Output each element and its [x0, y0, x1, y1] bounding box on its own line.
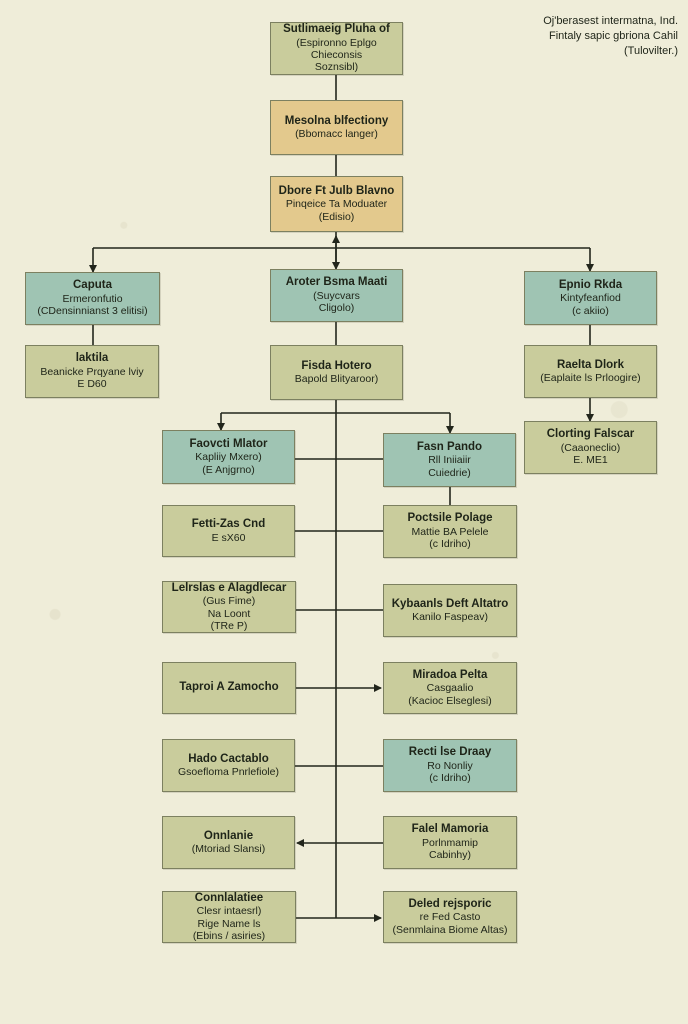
node-subtitle: Bapold Blityaroor) — [294, 373, 379, 386]
node-title: Kybaanls Deft Altatro — [391, 597, 509, 610]
node-title: Clorting Falscar — [546, 428, 635, 441]
node-subtitle: Casgaalio — [426, 682, 474, 695]
node-title: Mesolna blfectiony — [284, 114, 389, 127]
node-subtitle: (Gus Fime) — [202, 595, 256, 608]
node-subtitle: (c Idriho) — [429, 772, 471, 785]
node-title: Fisda Hotero — [301, 359, 372, 372]
node-subtitle: Rll Iniiaiir — [428, 454, 471, 467]
legend-line: Fintaly sapic gbriona Cahil — [548, 29, 678, 42]
node-subtitle: Kapliiy Mxero) — [195, 451, 262, 464]
node-title: Raelta Dlork — [556, 358, 625, 371]
node-subtitle: (Suycvars — [313, 289, 360, 302]
node-subtitle: (Bbomacc langer) — [295, 128, 378, 141]
node-title: Dbore Ft Julb Blavno — [278, 184, 395, 197]
node-subtitle: (Kacioc Elseglesi) — [408, 694, 492, 707]
node-title: Faovcti Mlator — [189, 437, 268, 450]
node-subtitle: Clesr intaesrl) — [196, 905, 262, 918]
node-subtitle: Rige Name ls — [197, 917, 261, 930]
node-subtitle: (Caaoneclio) — [560, 441, 621, 454]
node-subtitle: (Espironno Eplgo — [296, 36, 377, 49]
node-n10: Clorting Falscar(Caaoneclio)E. ME1 — [524, 421, 657, 474]
node-subtitle: Ermeronfutio — [62, 292, 123, 305]
node-title: Poctsile Polage — [407, 512, 493, 525]
node-subtitle: Beanicke Prqyane lviy — [40, 365, 144, 378]
node-subtitle: E. ME1 — [573, 454, 608, 467]
node-subtitle: (E Anjgrno) — [202, 463, 255, 476]
node-subtitle: (Edisio) — [318, 210, 355, 223]
node-title: Lelrslas e Alagdlecar — [171, 581, 287, 594]
node-n9: Raelta Dlork(Eaplaite ls Prloogire) — [524, 345, 657, 398]
node-subtitle: Cabinhy) — [428, 849, 472, 862]
node-subtitle: Kintyfeanfiod — [560, 292, 621, 305]
node-title: Fasn Pando — [416, 440, 483, 453]
node-n17: Taproi A Zamocho — [162, 662, 296, 714]
node-subtitle: (Mtoriad Slansi) — [191, 843, 266, 856]
node-subtitle: (TRe P) — [210, 619, 248, 632]
legend-line: Oj'berasest intermatna, Ind. — [543, 15, 678, 27]
node-n15: Lelrslas e Alagdlecar(Gus Fime)Na Loont(… — [162, 581, 296, 633]
node-subtitle: Mattie BA Pelele — [411, 525, 489, 538]
node-subtitle: Cligolo) — [318, 302, 355, 315]
node-subtitle: E D60 — [77, 378, 107, 391]
node-subtitle: (Eaplaite ls Prloogire) — [540, 372, 641, 385]
node-subtitle: Gsoefloma Pnrlefiole) — [178, 766, 279, 779]
node-title: Taproi A Zamocho — [179, 681, 279, 694]
node-title: Hado Cactablo — [188, 752, 269, 765]
node-subtitle: Ro Nonliy — [427, 759, 473, 772]
node-n21: Onnlanie(Mtoriad Slansi) — [162, 816, 295, 869]
node-subtitle: (Senmlaina Biome Altas) — [392, 923, 508, 936]
node-subtitle: re Fed Casto — [419, 911, 481, 924]
legend-note: Oj'berasest intermatna, Ind. Fintaly sap… — [478, 14, 678, 59]
node-title: Connlalatiee — [194, 891, 264, 904]
node-subtitle: Kanilo Faspeav) — [412, 611, 488, 624]
node-title: Deled rejsporic — [408, 897, 492, 910]
node-title: laktila — [75, 352, 109, 365]
node-subtitle: Porlnmamip — [421, 836, 479, 849]
node-title: Falel Mamoria — [411, 823, 489, 836]
node-subtitle: (Ebins / asiries) — [192, 929, 266, 942]
node-title: Miradoa Pelta — [412, 668, 488, 681]
node-subtitle: E sX60 — [211, 531, 246, 544]
node-subtitle: (CDensinnianst 3 elitisi) — [37, 305, 148, 318]
node-subtitle: Pinqeice Ta Moduater — [285, 198, 388, 211]
node-title: Aroter Bsma Maati — [285, 276, 388, 289]
node-subtitle: Cuiedrie) — [428, 466, 471, 479]
node-subtitle: (c Idriho) — [429, 538, 471, 551]
legend-line: (Tulovilter.) — [624, 44, 678, 57]
node-subtitle: Na Loont — [207, 607, 251, 620]
node-title: Recti lse Draay — [408, 746, 492, 759]
node-title: Onnlanie — [203, 829, 254, 842]
node-title: Sutlimaeig Pluha of — [283, 23, 390, 36]
node-title: Caputa — [73, 279, 112, 292]
node-title: Epnio Rkda — [558, 278, 623, 291]
node-subtitle: Soznsibl) — [314, 61, 359, 74]
node-subtitle: (c akiio) — [572, 304, 609, 317]
node-subtitle: Chieconsis — [310, 49, 363, 62]
node-title: Fetti-Zas Cnd — [191, 518, 266, 531]
node-n2: Mesolna blfectiony(Bbomacc langer) — [270, 100, 403, 155]
